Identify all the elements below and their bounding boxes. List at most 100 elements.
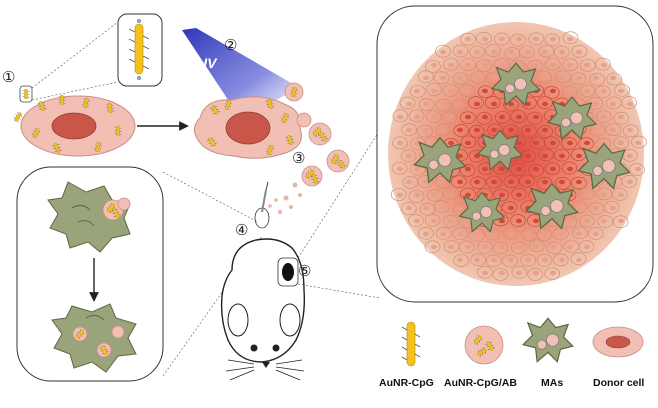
tumor-cell	[399, 96, 416, 110]
tumor-cell-nucleus	[635, 166, 641, 172]
tumor-cell	[614, 83, 631, 97]
tumor-cell-nucleus	[474, 75, 480, 81]
tumor-cell	[408, 109, 425, 123]
tumor-cell-nucleus	[542, 179, 548, 185]
tumor-cell	[417, 175, 434, 188]
tumor-cell	[476, 111, 493, 125]
tumor-cell	[631, 135, 647, 149]
tumor-cell	[571, 226, 588, 240]
tumor-cell	[603, 200, 620, 214]
tumor-cell-nucleus	[499, 270, 505, 276]
legend-donor-cell-icon	[592, 326, 644, 358]
tumor-cell	[518, 174, 535, 188]
tumor-cell-nucleus	[457, 49, 463, 55]
tumor-cell-nucleus	[482, 88, 488, 94]
tumor-cell-nucleus	[465, 166, 471, 172]
tumor-cell-nucleus	[440, 179, 446, 185]
tumor-cell-nucleus	[627, 127, 633, 133]
tumor-cell-nucleus	[593, 127, 599, 133]
tumor-cell-nucleus	[482, 270, 488, 276]
tumor-cell-nucleus	[448, 218, 454, 224]
tumor-cell-nucleus	[423, 75, 429, 81]
tumor-cell-nucleus	[448, 114, 454, 120]
tumor-cell-nucleus	[533, 244, 539, 250]
tumor-cell	[621, 96, 637, 109]
tumor-cell-nucleus	[423, 127, 429, 133]
tumor-cell-nucleus	[457, 179, 463, 185]
rod-callout	[19, 13, 163, 103]
tumor-cell-nucleus	[542, 231, 548, 237]
tumor-cell-nucleus	[508, 49, 514, 55]
tumor-cell	[589, 123, 606, 137]
tumor-cell	[433, 71, 450, 85]
legend-aunr-cpg-ab-icon	[464, 325, 504, 365]
tumor-cell	[527, 59, 544, 73]
tumor-cell	[595, 57, 611, 71]
tumor-cell-nucleus	[508, 101, 514, 107]
tumor-cell-nucleus	[406, 179, 412, 185]
tumor-cell	[595, 85, 611, 99]
tumor-cell	[561, 161, 578, 175]
tumor-cell	[410, 137, 426, 151]
tumor-cell-nucleus	[431, 114, 437, 120]
tumor-cell	[579, 84, 596, 98]
tumor-cell	[475, 31, 492, 45]
tumor-cell	[459, 84, 475, 98]
tumor-cell-nucleus	[474, 49, 480, 55]
tumor-panel	[376, 5, 654, 303]
tumor-cell-nucleus	[423, 101, 429, 107]
legend-aunr-cpg: AuNR-CpG	[379, 377, 434, 389]
tumor-cell-nucleus	[567, 36, 573, 42]
tumor-cell-nucleus	[542, 49, 548, 55]
tumor-cell	[460, 135, 477, 149]
tumor-cell	[401, 123, 417, 137]
tumor-cell-nucleus	[482, 114, 488, 120]
tumor-cell-nucleus	[465, 88, 471, 94]
tumor-cell-nucleus	[559, 179, 565, 185]
tumor-cell-nucleus	[448, 244, 454, 250]
tumor-cell-nucleus	[516, 192, 522, 198]
tumor-cell	[561, 137, 577, 150]
tumor-cell-nucleus	[431, 218, 437, 224]
tumor-cell-nucleus	[593, 205, 599, 211]
tumor-cell-nucleus	[576, 231, 582, 237]
tumor-cell	[520, 253, 537, 267]
tumor-cell	[470, 253, 486, 267]
tumor-cell-nucleus	[533, 166, 539, 172]
tumor-cell	[546, 241, 563, 255]
tumor-cell	[417, 124, 433, 138]
tumor-cell	[391, 161, 408, 175]
mouse-illustration	[220, 238, 306, 381]
tumor-cell	[408, 214, 424, 227]
tumor-cell-nucleus	[474, 231, 480, 237]
tumor-cell	[494, 111, 511, 124]
tumor-cell	[451, 175, 467, 189]
tumor-cell-nucleus	[423, 179, 429, 185]
tumor-cell	[493, 188, 510, 202]
tumor-cell-nucleus	[508, 257, 514, 263]
tumor-cell-nucleus	[457, 127, 463, 133]
tumor-cell-nucleus	[499, 244, 505, 250]
tumor-cell-nucleus	[559, 49, 565, 55]
tumor-cell-nucleus	[567, 140, 573, 146]
tumor-cell	[579, 214, 595, 228]
tumor-cell	[503, 175, 520, 189]
tumor-cell-nucleus	[516, 36, 522, 42]
tumor-cell-nucleus	[593, 75, 599, 81]
tumor-cell-nucleus	[508, 231, 514, 237]
tumor-cell-nucleus	[618, 192, 624, 198]
tumor-cell	[553, 148, 570, 162]
tumor-cell	[501, 201, 518, 214]
tumor-cell-nucleus	[457, 153, 463, 159]
tumor-cell-nucleus	[567, 88, 573, 94]
tumor-cell	[418, 226, 434, 240]
tumor-cell	[451, 98, 468, 112]
tumor-cell-nucleus	[465, 114, 471, 120]
tumor-cell-nucleus	[567, 218, 573, 224]
tumor-cell	[400, 149, 417, 163]
tumor-cell	[425, 60, 441, 73]
tumor-cell	[443, 187, 459, 201]
tumor-cell-nucleus	[482, 244, 488, 250]
tumor-cell-nucleus	[516, 166, 522, 172]
tumor-cell-nucleus	[550, 140, 556, 146]
